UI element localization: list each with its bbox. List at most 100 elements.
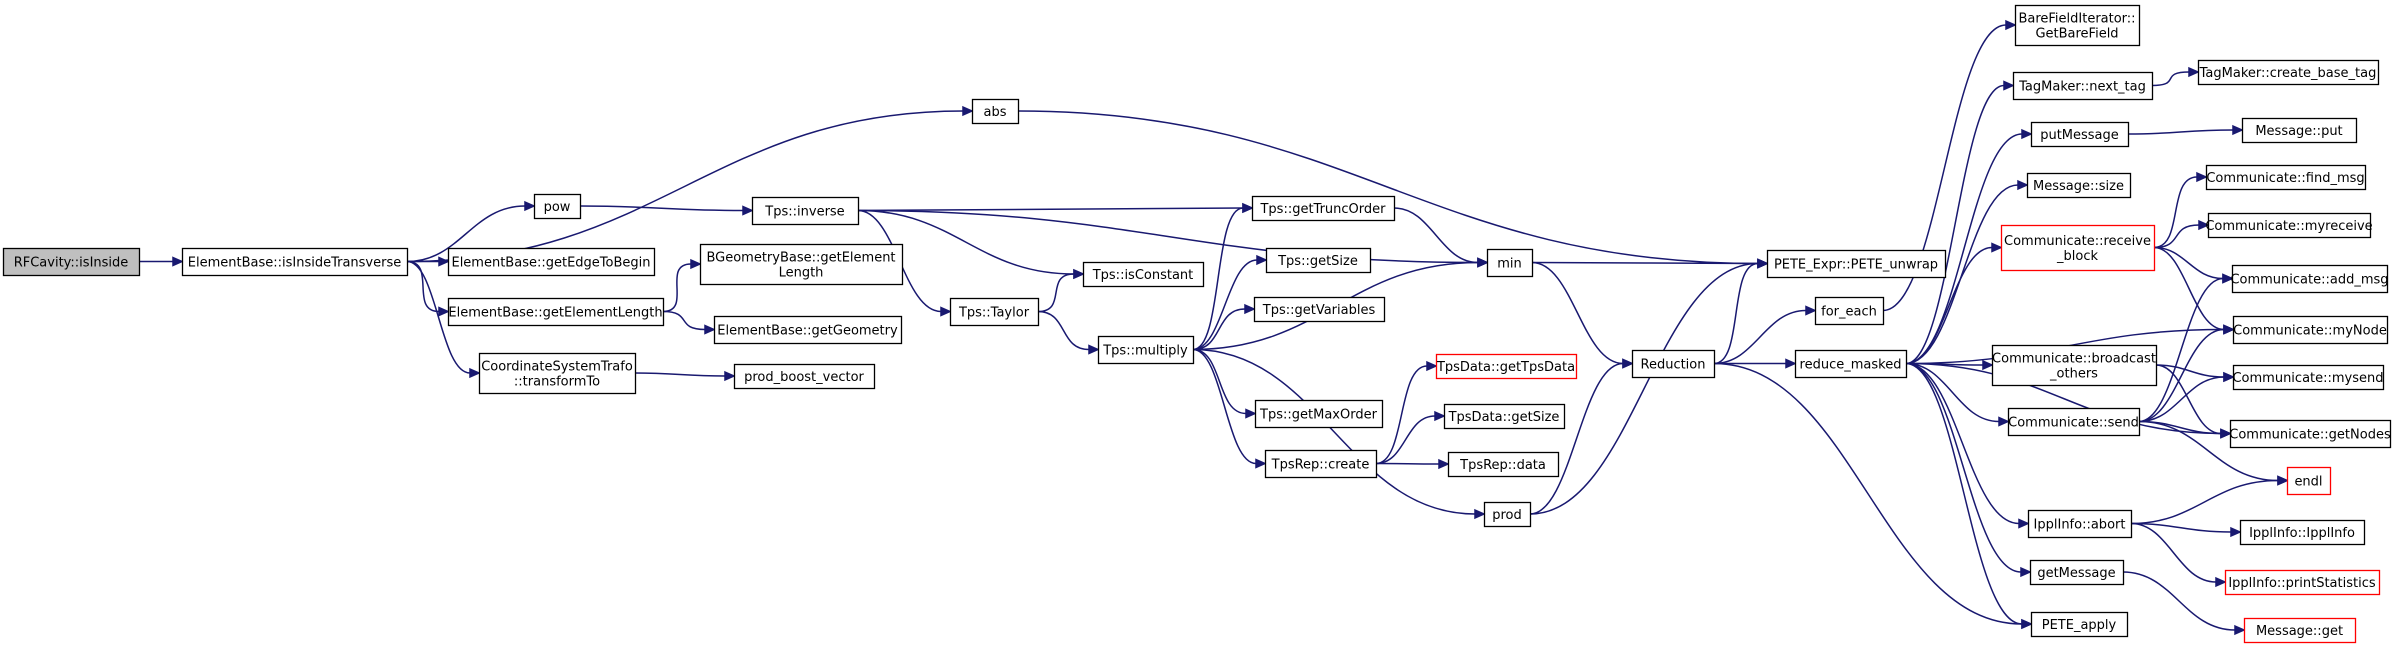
node-bgeometrybase-getelementlength[interactable]: BGeometryBase::getElementLength bbox=[699, 243, 904, 286]
node-communicate-broadcast-others[interactable]: Communicate::broadcast_others bbox=[1991, 344, 2158, 387]
node-label: _others bbox=[2049, 367, 2098, 382]
edge-min-to-pete_expr_pete_unwrap bbox=[1531, 258, 1769, 269]
node-pow[interactable]: pow bbox=[533, 193, 582, 220]
node-box bbox=[2231, 264, 2389, 294]
node-prod[interactable]: prod bbox=[1483, 501, 1532, 528]
edge-communicate_send-to-communicate_mysend bbox=[2138, 371, 2235, 423]
node-label: TagMaker::create_base_tag bbox=[2199, 66, 2377, 81]
node-label: Tps::multiply bbox=[1102, 344, 1188, 359]
node-label: ElementBase::isInsideTransverse bbox=[188, 256, 402, 271]
node-message-put[interactable]: Message::put bbox=[2241, 117, 2358, 144]
node-elementbase-getedgetobegin[interactable]: ElementBase::getEdgeToBegin bbox=[447, 247, 656, 277]
node-tps-inverse[interactable]: Tps::inverse bbox=[751, 196, 860, 226]
node-ipplinfo-ipplinfo[interactable]: IpplInfo::IpplInfo bbox=[2239, 519, 2366, 546]
node-tpsdata-gettpsdata[interactable]: TpsData::getTpsData bbox=[1435, 353, 1578, 380]
node-endl[interactable]: endl bbox=[2286, 466, 2332, 496]
node-box bbox=[713, 315, 903, 345]
node-message-size[interactable]: Message::size bbox=[2026, 172, 2132, 199]
node-tagmaker-next-tag[interactable]: TagMaker::next_tag bbox=[2012, 71, 2154, 101]
node-label: Communicate::send bbox=[2008, 416, 2139, 431]
node-elementbase-isinsidetransverse[interactable]: ElementBase::isInsideTransverse bbox=[181, 247, 409, 277]
node-tagmaker-create-base-tag[interactable]: TagMaker::create_base_tag bbox=[2197, 59, 2380, 86]
node-reduction[interactable]: Reduction bbox=[1631, 349, 1716, 379]
edge-elementbase_getelementlength-to-bgeometrybase_getelementlength bbox=[662, 258, 702, 313]
node-label: putMessage bbox=[2040, 128, 2119, 143]
node-rfcavity-isinside[interactable]: RFCavity::isInside bbox=[2, 247, 141, 277]
node-box bbox=[2030, 611, 2129, 638]
node-communicate-find-msg[interactable]: Communicate::find_msg bbox=[2205, 164, 2367, 191]
node-label: ::transformTo bbox=[514, 375, 600, 390]
node-label: PETE_apply bbox=[2042, 618, 2117, 633]
node-ipplinfo-abort[interactable]: IpplInfo::abort bbox=[2027, 509, 2133, 539]
node-box bbox=[1253, 296, 1386, 323]
node-label: prod_boost_vector bbox=[744, 370, 864, 385]
edge-elementbase_isinsidetransverse-to-abs bbox=[406, 105, 974, 263]
edge-reduction-to-pete_apply bbox=[1713, 362, 2033, 630]
node-tps-isconstant[interactable]: Tps::isConstant bbox=[1082, 261, 1205, 288]
node-label: min bbox=[1497, 257, 1522, 272]
node-label: PETE_Expr::PETE_unwrap bbox=[1774, 258, 1938, 273]
node-pete-apply[interactable]: PETE_apply bbox=[2030, 611, 2129, 638]
node-communicate-send[interactable]: Communicate::send bbox=[2007, 407, 2141, 437]
node-communicate-receive-block[interactable]: Communicate::receive_block bbox=[2000, 224, 2156, 272]
edge-rfcavity_isinside-to-elementbase_isinsidetransverse bbox=[138, 256, 184, 267]
edge-tps_multiply-to-tps_gettruncorder bbox=[1192, 202, 1254, 351]
node-tps-getmaxorder[interactable]: Tps::getMaxOrder bbox=[1254, 399, 1384, 429]
node-label: Communicate::myNode bbox=[2233, 324, 2387, 339]
node-tpsrep-data[interactable]: TpsRep::data bbox=[1447, 451, 1560, 478]
node-min[interactable]: min bbox=[1486, 248, 1534, 278]
node-tpsrep-create[interactable]: TpsRep::create bbox=[1264, 449, 1378, 479]
node-tps-getvariables[interactable]: Tps::getVariables bbox=[1253, 296, 1386, 323]
node-label: Reduction bbox=[1641, 358, 1706, 373]
node-pete-expr-pete-unwrap[interactable]: PETE_Expr::PETE_unwrap bbox=[1766, 249, 1947, 279]
node-communicate-mynode[interactable]: Communicate::myNode bbox=[2232, 315, 2389, 345]
node-label: ElementBase::getGeometry bbox=[717, 324, 898, 339]
edge-getmessage-to-message_get bbox=[2122, 571, 2246, 636]
node-prod-boost-vector[interactable]: prod_boost_vector bbox=[733, 363, 876, 390]
node-putmessage[interactable]: putMessage bbox=[2030, 121, 2130, 148]
edge-pow-to-tps_inverse bbox=[579, 205, 754, 216]
node-communicate-myreceive[interactable]: Communicate::myreceive bbox=[2205, 212, 2373, 239]
edge-tpsrep_create-to-tpsrep_data bbox=[1375, 458, 1450, 470]
node-communicate-getnodes[interactable]: Communicate::getNodes bbox=[2229, 419, 2392, 449]
node-communicate-mysend[interactable]: Communicate::mysend bbox=[2232, 364, 2385, 391]
node-label: Tps::getMaxOrder bbox=[1259, 408, 1378, 423]
node-box bbox=[2000, 224, 2156, 272]
edge-elementbase_isinsidetransverse-to-elementbase_getelementlength bbox=[406, 260, 450, 317]
edge-tps_multiply-to-tpsrep_create bbox=[1192, 348, 1267, 469]
node-box bbox=[2207, 212, 2372, 239]
node-label: Tps::isConstant bbox=[1092, 268, 1194, 283]
edge-communicate_send-to-communicate_mynode bbox=[2138, 324, 2235, 423]
node-tps-getsize[interactable]: Tps::getSize bbox=[1265, 247, 1372, 274]
edge-communicate_receive_block-to-communicate_mynode bbox=[2153, 246, 2235, 335]
node-box bbox=[181, 247, 409, 277]
node-label: Tps::Taylor bbox=[958, 306, 1030, 321]
node-label: Tps::getSize bbox=[1277, 254, 1358, 269]
node-label: TpsData::getTpsData bbox=[1436, 360, 1575, 375]
edge-tps_inverse-to-tps_gettruncorder bbox=[857, 202, 1254, 214]
node-box bbox=[2232, 364, 2385, 391]
node-label: Communicate::receive bbox=[2004, 234, 2151, 249]
edge-abs-to-pete_expr_pete_unwrap bbox=[1017, 110, 1769, 269]
node-tps-gettruncorder[interactable]: Tps::getTruncOrder bbox=[1251, 195, 1396, 222]
node-elementbase-getelementlength[interactable]: ElementBase::getElementLength bbox=[447, 297, 665, 327]
node-elementbase-getgeometry[interactable]: ElementBase::getGeometry bbox=[713, 315, 903, 345]
node-barefielditerator-getbarefield[interactable]: BareFieldIterator::GetBareField bbox=[2014, 4, 2141, 47]
node-abs[interactable]: abs bbox=[971, 98, 1020, 125]
node-ipplinfo-printstatistics[interactable]: IpplInfo::printStatistics bbox=[2224, 569, 2381, 596]
node-message-get[interactable]: Message::get bbox=[2243, 617, 2357, 644]
node-box bbox=[2197, 59, 2380, 86]
node-tpsdata-getsize[interactable]: TpsData::getSize bbox=[1443, 403, 1566, 430]
node-tps-multiply[interactable]: Tps::multiply bbox=[1097, 335, 1195, 365]
node-label: Message::put bbox=[2255, 124, 2342, 139]
node-box bbox=[478, 352, 637, 395]
node-communicate-add-msg[interactable]: Communicate::add_msg bbox=[2230, 264, 2389, 294]
node-label: Communicate::find_msg bbox=[2206, 171, 2364, 186]
node-coordinatesystemtrafo-transformto[interactable]: CoordinateSystemTrafo::transformTo bbox=[478, 352, 637, 395]
node-reduce-masked[interactable]: reduce_masked bbox=[1794, 349, 1908, 379]
node-tps-taylor[interactable]: Tps::Taylor bbox=[949, 297, 1040, 327]
edge-tps_taylor-to-tps_multiply bbox=[1037, 310, 1100, 355]
edge-reduction-to-for_each bbox=[1713, 305, 1817, 365]
node-getmessage[interactable]: getMessage bbox=[2029, 559, 2125, 586]
node-for-each[interactable]: for_each bbox=[1814, 296, 1885, 326]
